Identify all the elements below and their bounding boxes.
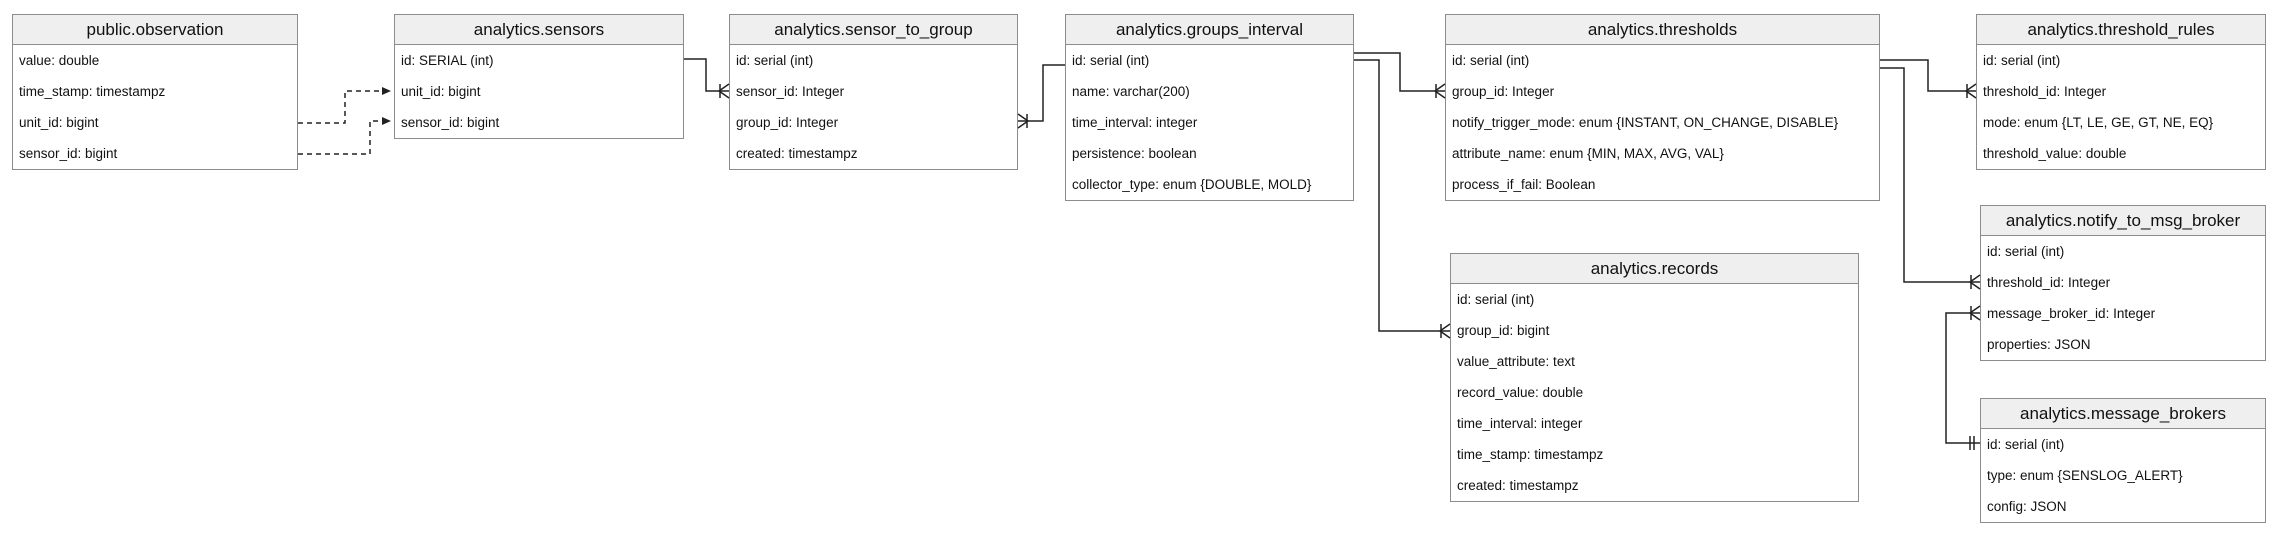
entity-analytics-sensors[interactable]: analytics.sensors id: SERIAL (int) unit_… bbox=[394, 14, 684, 139]
entity-title: public.observation bbox=[13, 15, 297, 45]
field-message-broker-id: message_broker_id: Integer bbox=[1987, 306, 2156, 321]
field-attribute-name: attribute_name: enum {MIN, MAX, AVG, VAL… bbox=[1452, 146, 1724, 161]
field-type: type: enum {SENSLOG_ALERT} bbox=[1987, 468, 2183, 483]
field-threshold-value: threshold_value: double bbox=[1983, 146, 2127, 161]
field-id: id: serial (int) bbox=[736, 53, 814, 68]
entity-title: analytics.groups_interval bbox=[1066, 15, 1353, 45]
one-marker-message-brokers bbox=[1969, 436, 1975, 450]
field-id: id: serial (int) bbox=[1987, 244, 2065, 259]
field-id: id: serial (int) bbox=[1452, 53, 1530, 68]
field-notify-trigger-mode: notify_trigger_mode: enum {INSTANT, ON_C… bbox=[1452, 115, 1839, 130]
field-process-if-fail: process_if_fail: Boolean bbox=[1452, 177, 1596, 192]
crowfoot-notify-threshold bbox=[1969, 274, 1981, 290]
relation-groups-to-records bbox=[1354, 59, 1450, 332]
entity-analytics-sensor-to-group[interactable]: analytics.sensor_to_group id: serial (in… bbox=[729, 14, 1018, 170]
field-name: name: varchar(200) bbox=[1072, 84, 1190, 99]
entity-analytics-thresholds[interactable]: analytics.thresholds id: serial (int) gr… bbox=[1445, 14, 1880, 201]
field-sensor-id: sensor_id: Integer bbox=[736, 84, 845, 99]
field-threshold-id: threshold_id: Integer bbox=[1983, 84, 2107, 99]
relation-brokers-to-notify bbox=[1945, 312, 1980, 444]
field-time-stamp: time_stamp: timestampz bbox=[19, 84, 166, 99]
entity-title: analytics.threshold_rules bbox=[1977, 15, 2265, 45]
field-id: id: serial (int) bbox=[1983, 53, 2061, 68]
field-mode: mode: enum {LT, LE, GE, GT, NE, EQ} bbox=[1983, 115, 2214, 130]
field-collector-type: collector_type: enum {DOUBLE, MOLD} bbox=[1072, 177, 1312, 192]
field-value-attribute: value_attribute: text bbox=[1457, 354, 1575, 369]
relation-groups-to-sensor-to-group bbox=[1018, 64, 1065, 122]
relation-sensors-to-sensor-to-group bbox=[684, 58, 729, 92]
entity-public-observation[interactable]: public.observation value: double time_st… bbox=[12, 14, 298, 170]
field-id: id: serial (int) bbox=[1072, 53, 1150, 68]
entity-title: analytics.thresholds bbox=[1446, 15, 1879, 45]
relation-thresholds-to-notify bbox=[1880, 67, 1980, 283]
field-group-id: group_id: bigint bbox=[1457, 323, 1550, 338]
field-properties: properties: JSON bbox=[1987, 337, 2091, 352]
relation-observation-unit-to-sensors bbox=[298, 87, 391, 124]
field-id: id: SERIAL (int) bbox=[401, 53, 494, 68]
crowfoot-records bbox=[1439, 323, 1451, 339]
field-config: config: JSON bbox=[1987, 499, 2067, 514]
entity-title: analytics.message_brokers bbox=[1981, 399, 2265, 429]
field-sensor-id: sensor_id: bigint bbox=[401, 115, 500, 130]
field-created: created: timestampz bbox=[736, 146, 858, 161]
entity-analytics-message-brokers[interactable]: analytics.message_brokers id: serial (in… bbox=[1980, 398, 2266, 523]
field-persistence: persistence: boolean bbox=[1072, 146, 1197, 161]
entity-title: analytics.sensors bbox=[395, 15, 683, 45]
relation-observation-sensor-to-sensors bbox=[298, 117, 391, 155]
field-group-id: group_id: Integer bbox=[1452, 84, 1555, 99]
entity-analytics-records[interactable]: analytics.records id: serial (int) group… bbox=[1450, 253, 1859, 502]
field-sensor-id: sensor_id: bigint bbox=[19, 146, 118, 161]
crowfoot-thresholds bbox=[1434, 83, 1446, 99]
field-id: id: serial (int) bbox=[1987, 437, 2065, 452]
field-unit-id: unit_id: bigint bbox=[401, 84, 481, 99]
field-created: created: timestampz bbox=[1457, 478, 1579, 493]
entity-title: analytics.notify_to_msg_broker bbox=[1981, 206, 2265, 236]
entity-title: analytics.sensor_to_group bbox=[730, 15, 1017, 45]
crowfoot-notify-broker bbox=[1969, 305, 1981, 321]
crowfoot-threshold-rules bbox=[1965, 83, 1977, 99]
crowfoot-sensor-to-group bbox=[718, 83, 730, 99]
entity-analytics-notify-to-msg-broker[interactable]: analytics.notify_to_msg_broker id: seria… bbox=[1980, 205, 2266, 361]
field-unit-id: unit_id: bigint bbox=[19, 115, 99, 130]
entity-title: analytics.records bbox=[1451, 254, 1858, 284]
field-threshold-id: threshold_id: Integer bbox=[1987, 275, 2111, 290]
entity-analytics-groups-interval[interactable]: analytics.groups_interval id: serial (in… bbox=[1065, 14, 1354, 201]
relation-thresholds-to-rules bbox=[1880, 59, 1976, 92]
field-group-id: group_id: Integer bbox=[736, 115, 839, 130]
field-record-value: record_value: double bbox=[1457, 385, 1584, 400]
field-time-interval: time_interval: integer bbox=[1457, 416, 1583, 431]
field-time-interval: time_interval: integer bbox=[1072, 115, 1198, 130]
field-id: id: serial (int) bbox=[1457, 292, 1535, 307]
field-time-stamp: time_stamp: timestampz bbox=[1457, 447, 1604, 462]
relation-groups-to-thresholds bbox=[1354, 52, 1445, 92]
field-value: value: double bbox=[19, 53, 100, 68]
entity-analytics-threshold-rules[interactable]: analytics.threshold_rules id: serial (in… bbox=[1976, 14, 2266, 170]
crowfoot-sensor-to-group-group bbox=[1017, 113, 1029, 129]
